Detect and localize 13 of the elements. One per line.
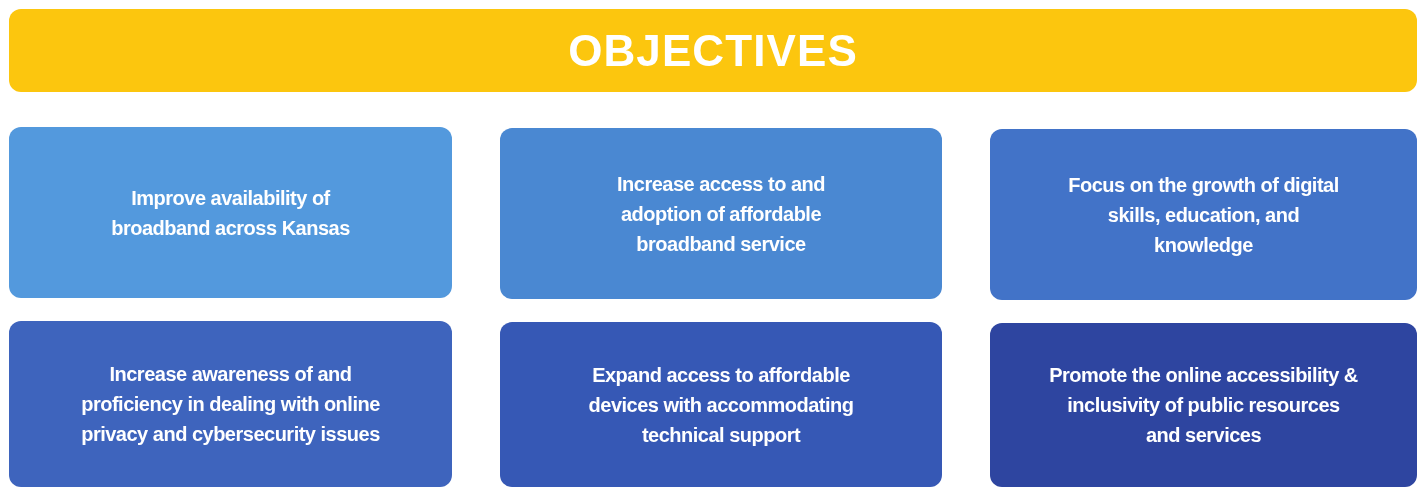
objective-box	[9, 321, 452, 487]
objective-box	[990, 129, 1417, 300]
objective-text: Improve availability of broadband across Kansas	[110, 185, 351, 241]
objective-box	[990, 323, 1417, 487]
objective-box	[500, 128, 942, 299]
objective-text: Increase awareness of and proficiency in dealing with online privacy and cybersecurity issues	[80, 362, 381, 447]
objective-box	[9, 127, 452, 298]
objective-box	[500, 322, 942, 487]
objective-text: Increase access to and adoption of affordable broadband service	[616, 171, 826, 257]
objective-text: Expand access to affordable devices with accommodating technical support	[587, 362, 855, 448]
objective-text: Promote the online accessibility & inclusivity of public resources and services	[1048, 363, 1359, 448]
title-banner: OBJECTIVES	[9, 9, 1417, 92]
objective-text: Focus on the growth of digital skills, education, and knowledge	[1067, 172, 1340, 258]
